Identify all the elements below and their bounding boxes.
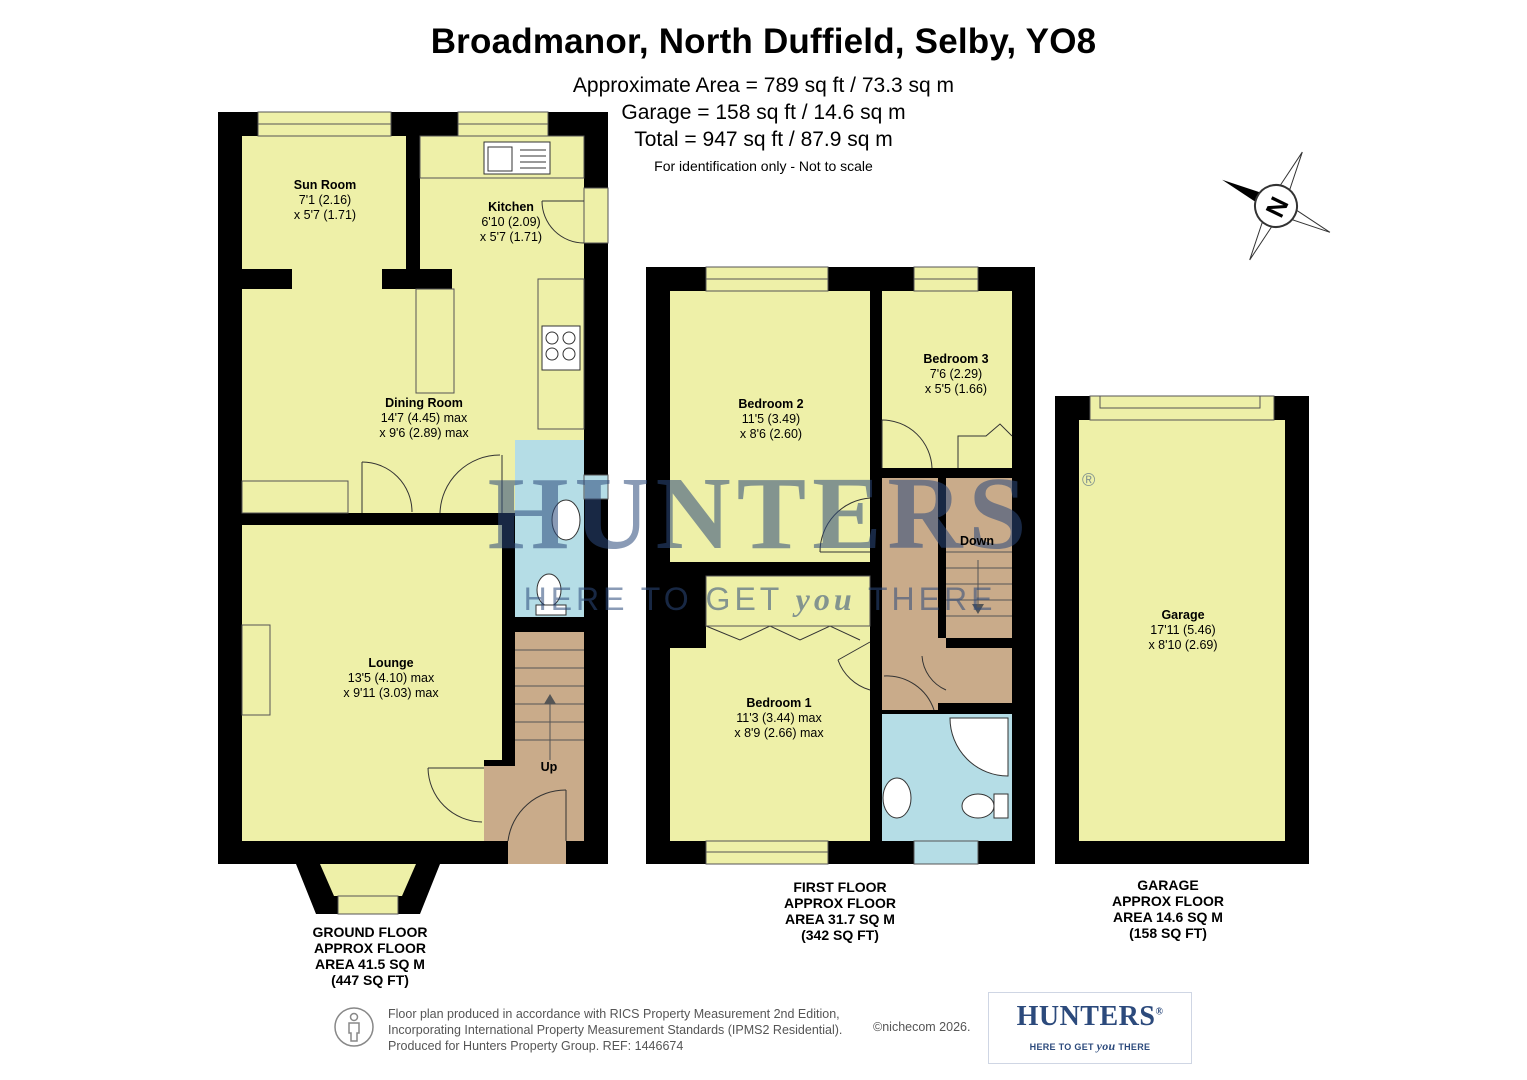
bedroom-2-floor [670, 291, 870, 562]
stairs-up-label: Up [541, 760, 558, 774]
watermark-tagline: HERE TO GET you THERE [524, 581, 997, 617]
total-area: Total = 947 sq ft / 87.9 sq m [634, 128, 893, 151]
room-dimension: x 5'7 (1.71) [480, 230, 542, 244]
garage-plan [1055, 395, 1309, 864]
bay-floor [320, 864, 416, 896]
room-dimension: x 8'6 (2.60) [740, 427, 802, 441]
room-dimension: 7'6 (2.29) [930, 367, 982, 381]
hunters-logo: HUNTERS® HERE TO GET you THERE [988, 992, 1192, 1064]
person-scale-icon [334, 1007, 374, 1047]
room-dimension: x 5'5 (1.66) [925, 382, 987, 396]
room-dimension: 13'5 (4.10) max [348, 671, 435, 685]
approximate-area: Approximate Area = 789 sq ft / 73.3 sq m [572, 74, 955, 97]
front-door-step [508, 841, 566, 864]
room-name: Lounge [368, 656, 413, 670]
lounge-floor [242, 525, 502, 841]
plan-title: Broadmanor, North Duffield, Selby, YO8 [430, 22, 1097, 61]
room-name: Bedroom 1 [746, 696, 811, 710]
room-dimension: x 5'7 (1.71) [294, 208, 356, 222]
room-dimension: 7'1 (2.16) [299, 193, 351, 207]
hunters-watermark: HUNTERS ® HERE TO GET you THERE [488, 456, 1096, 617]
compass-north-icon [1222, 151, 1331, 261]
room-name: Kitchen [488, 200, 534, 214]
sun-room-floor [242, 136, 406, 269]
first-floor-plan [646, 266, 1035, 865]
room-name: Garage [1161, 608, 1204, 622]
room-dimension: x 8'9 (2.66) max [734, 726, 824, 740]
room-name: Dining Room [385, 396, 463, 410]
room-dimension: 11'5 (3.49) [742, 412, 800, 426]
identification-note: For identification only - Not to scale [654, 158, 873, 174]
room-dimension: x 9'11 (3.03) max [343, 686, 439, 700]
room-dimension: 11'3 (3.44) max [736, 711, 822, 725]
room-dimension: 17'11 (5.46) [1150, 623, 1215, 637]
nichecom-credit: ©nichecom 2026. [873, 1020, 971, 1034]
ground-floor-plan [218, 111, 609, 915]
room-name: Bedroom 2 [738, 397, 803, 411]
logo-tagline: HERE TO GET you THERE [1029, 1039, 1151, 1053]
room-dimension: x 8'10 (2.69) [1148, 638, 1217, 652]
footer-disclaimer: Floor plan produced in accordance with R… [388, 1007, 843, 1053]
stairs-down-label: Down [960, 534, 994, 548]
bedroom-3-floor [882, 291, 1012, 468]
room-name: Bedroom 3 [923, 352, 988, 366]
logo-wordmark: HUNTERS® [1016, 1001, 1164, 1032]
watermark-word: HUNTERS [488, 456, 1033, 571]
room-dimension: x 9'6 (2.89) max [379, 426, 469, 440]
room-dimension: 14'7 (4.45) max [381, 411, 468, 425]
room-name: Sun Room [294, 178, 357, 192]
hall-floor [484, 760, 515, 841]
garage-area: Garage = 158 sq ft / 14.6 sq m [621, 101, 906, 124]
room-dimension: 6'10 (2.09) [481, 215, 540, 229]
watermark-registered: ® [1082, 470, 1095, 490]
garage-floor [1079, 420, 1285, 841]
